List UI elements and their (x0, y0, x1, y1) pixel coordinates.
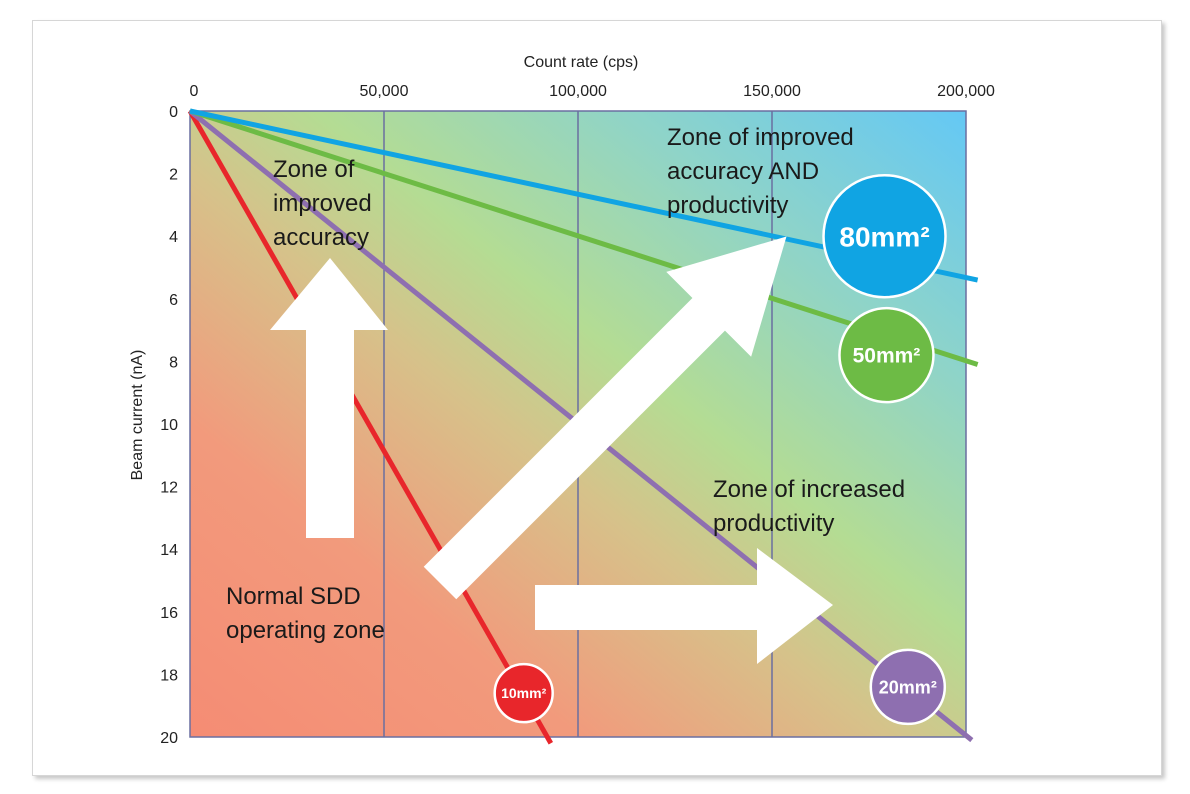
x-axis-label: Count rate (cps) (524, 54, 639, 71)
x-tick-label: 50,000 (360, 83, 409, 100)
x-tick-label: 200,000 (937, 83, 995, 100)
arrow-right (535, 548, 833, 664)
series-label: 10mm² (501, 685, 546, 701)
x-tick-label: 0 (190, 83, 199, 100)
zone-annotation: productivity (713, 510, 834, 537)
series-badge (493, 662, 554, 724)
arrow-diagonal (423, 236, 787, 600)
y-tick-label: 2 (169, 167, 178, 184)
zone-annotation: Zone of improved (667, 124, 854, 151)
series-badge (822, 173, 947, 299)
series-label: 80mm² (839, 221, 929, 252)
y-tick-label: 16 (160, 605, 178, 622)
y-tick-label: 20 (160, 730, 178, 747)
zone-annotation: accuracy AND (667, 158, 819, 185)
y-axis-label: Beam current (nA) (129, 350, 146, 481)
zone-annotation: accuracy (273, 224, 369, 251)
x-tick-label: 150,000 (743, 83, 801, 100)
y-tick-label: 14 (160, 542, 178, 559)
series-line-0 (187, 109, 554, 745)
series-line-2 (189, 108, 979, 367)
y-tick-label: 10 (160, 417, 178, 434)
y-tick-label: 8 (169, 354, 178, 371)
y-tick-label: 12 (160, 480, 178, 497)
series-label: 50mm² (853, 345, 921, 368)
zone-annotation: Normal SDD (226, 583, 361, 610)
zone-annotation: productivity (667, 192, 788, 219)
y-tick-label: 4 (169, 229, 178, 246)
y-tick-label: 0 (169, 104, 178, 121)
zone-annotation: improved (273, 190, 372, 217)
zone-annotation: Zone of increased (713, 476, 905, 503)
series-label: 20mm² (879, 677, 937, 697)
x-tick-label: 100,000 (549, 83, 607, 100)
zone-annotation: operating zone (226, 617, 385, 644)
arrow-up (270, 258, 388, 538)
zone-annotation: Zone of (273, 156, 355, 183)
y-tick-label: 18 (160, 667, 178, 684)
series-badge (869, 648, 947, 726)
y-tick-label: 6 (169, 292, 178, 309)
series-badge (838, 306, 935, 404)
